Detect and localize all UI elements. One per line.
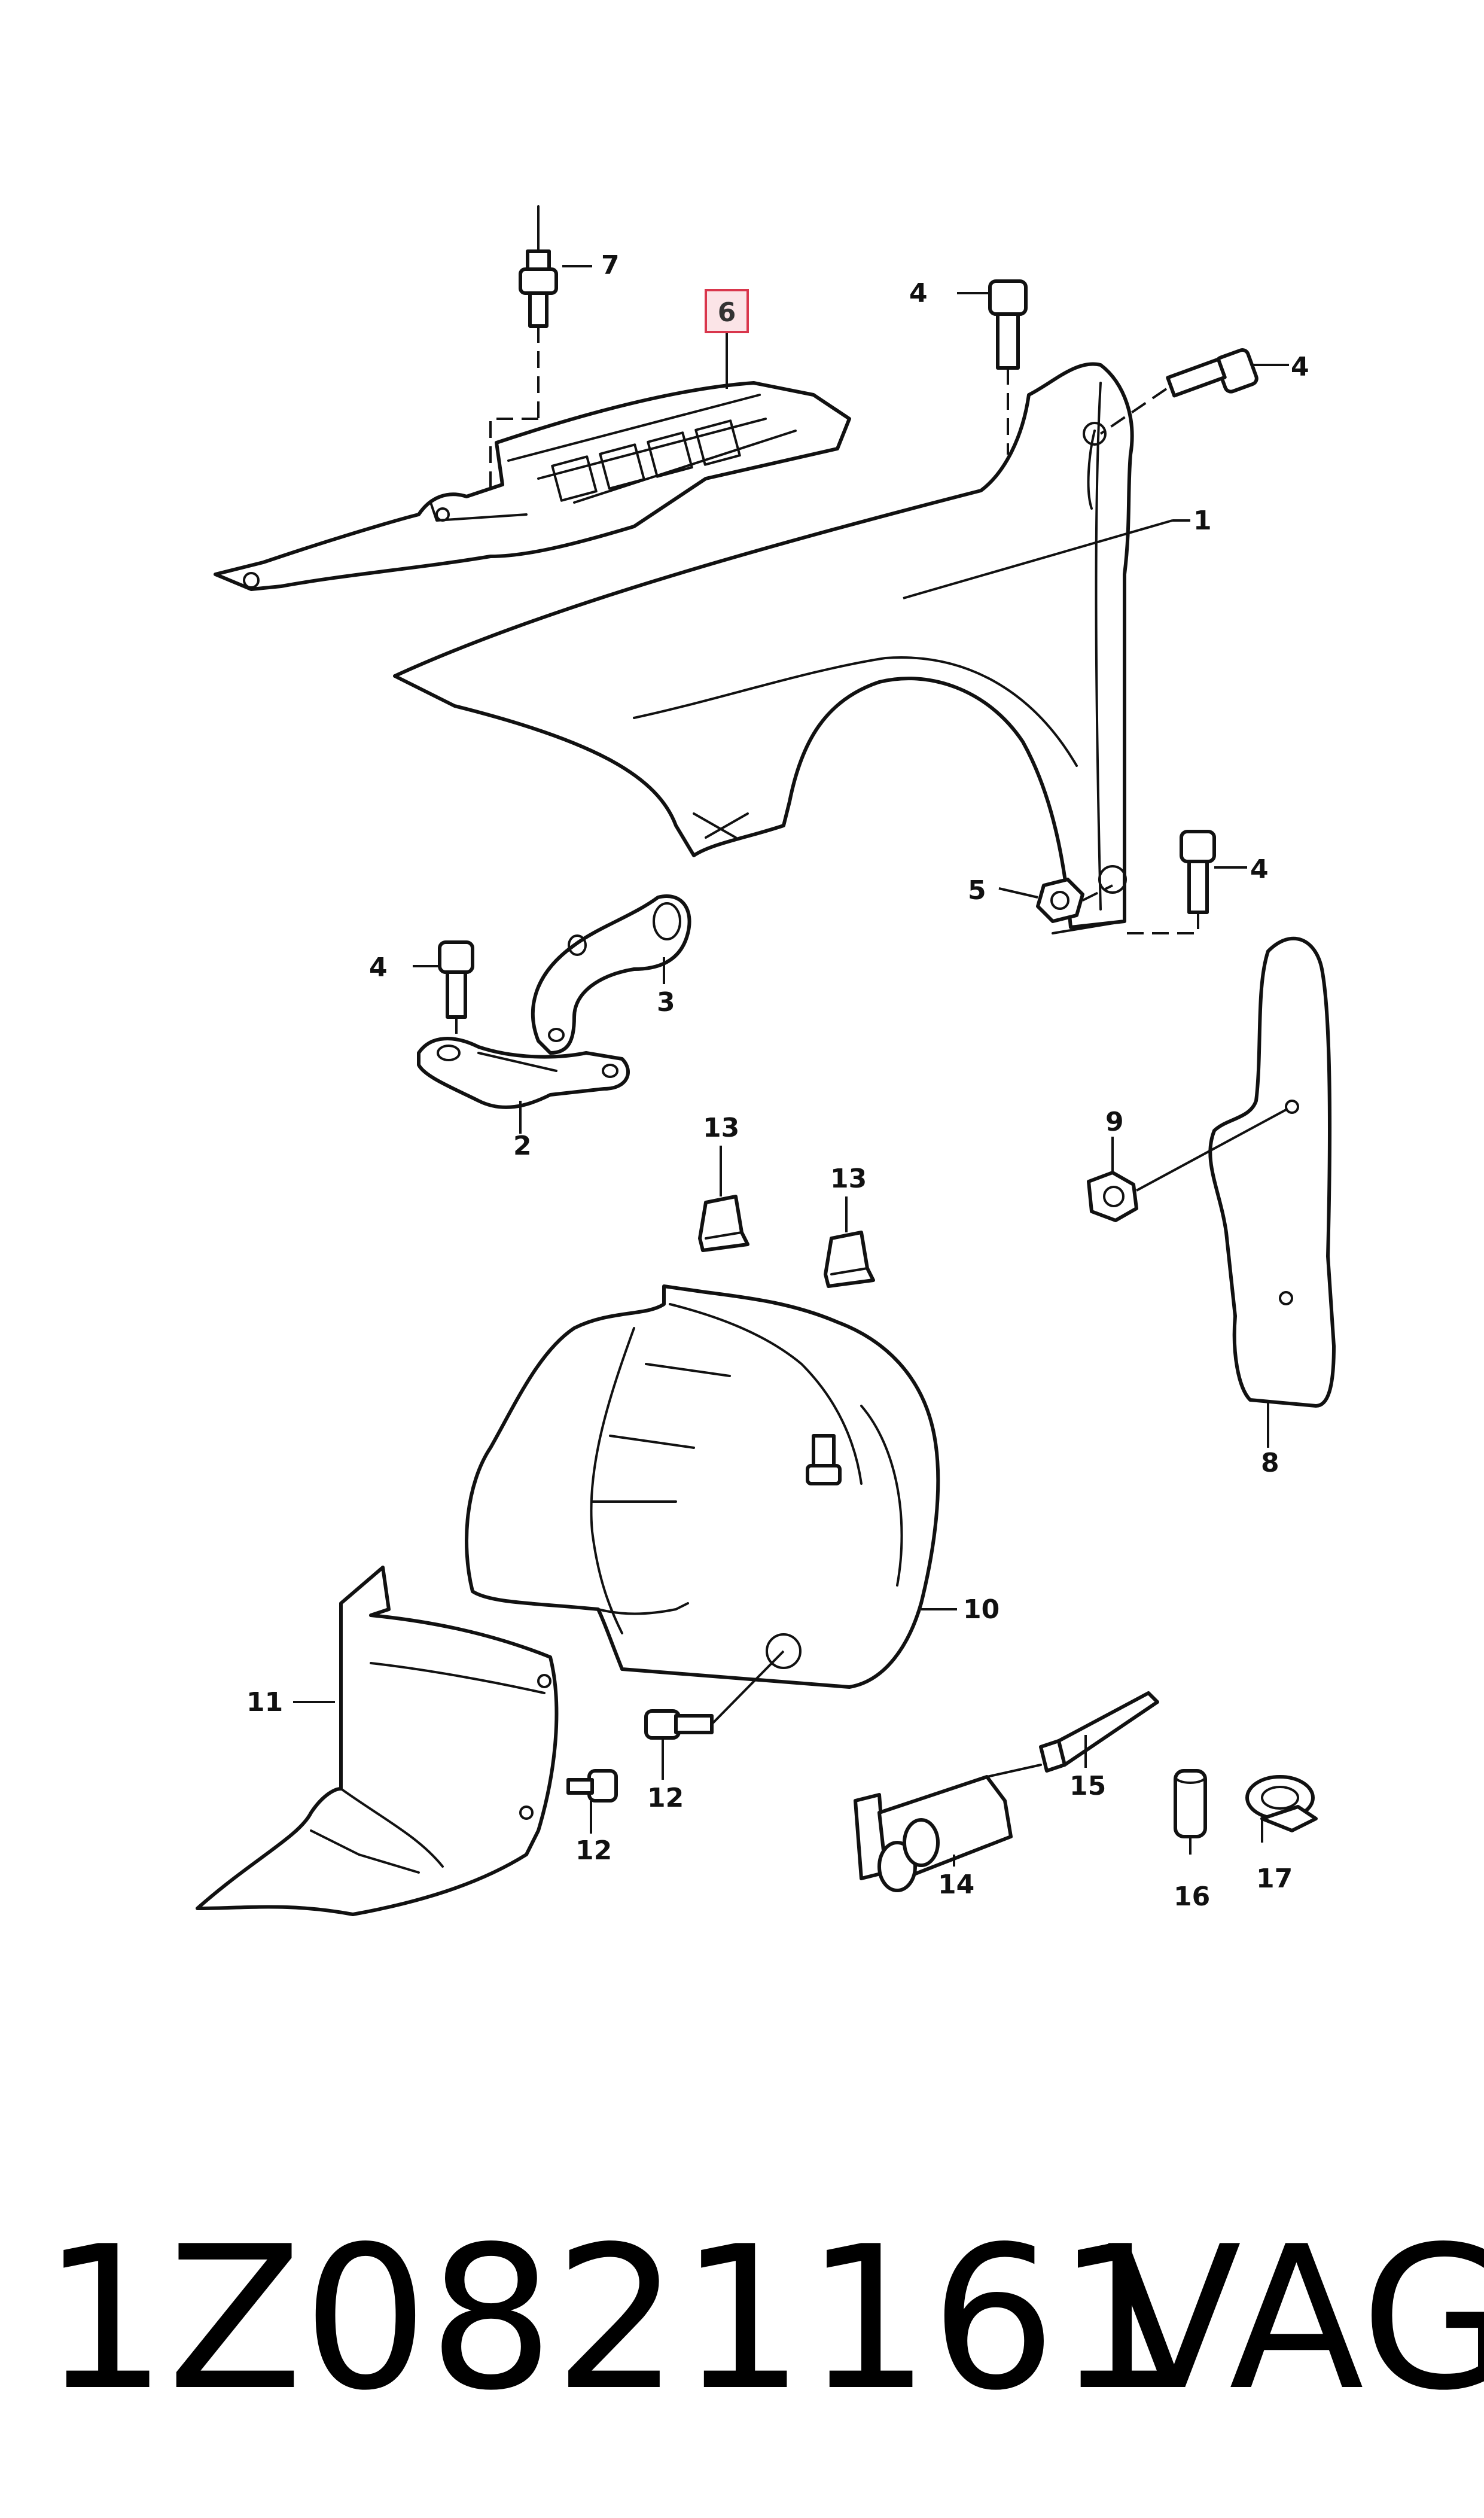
callout-labels: 1 2 3 4 4 4 4 5 7 8 9 10 11 12 12 13 13 …	[246, 250, 1309, 1912]
bracket-part-3	[531, 894, 691, 1055]
part-number-caption: 1Z0821161	[42, 2204, 1182, 2434]
callout-1: 1	[1193, 506, 1212, 536]
callout-13-left: 13	[703, 1113, 739, 1143]
brand-caption: VAG	[1107, 2204, 1484, 2434]
callout-17: 17	[1256, 1864, 1293, 1894]
highlight-box	[705, 289, 749, 333]
panel-part-8	[1208, 936, 1336, 1408]
grommet-part-17	[1245, 1775, 1318, 1832]
callout-2: 2	[513, 1131, 532, 1161]
leader-lines	[293, 265, 1289, 1867]
callout-4-lower: 4	[1250, 854, 1269, 885]
connector-part-14	[854, 1764, 1042, 1892]
callout-15: 15	[1069, 1771, 1106, 1801]
bracket-part-6	[214, 381, 851, 591]
screw-part-12-right	[644, 1650, 785, 1740]
bolt-part-4-lower	[1119, 830, 1216, 934]
callout-14: 14	[938, 1870, 974, 1900]
callout-6-highlight: 6	[705, 289, 749, 333]
pin-part-16	[1174, 1769, 1207, 1838]
callout-8: 8	[1261, 1448, 1279, 1478]
clip-part-13-left	[698, 1195, 749, 1252]
bracket-part-2	[417, 1037, 630, 1109]
bolt-part-4-top	[988, 279, 1028, 455]
callout-12-right: 12	[647, 1783, 684, 1813]
bolt-part-7	[489, 205, 558, 491]
callout-5: 5	[968, 875, 986, 906]
callout-3: 3	[657, 987, 675, 1018]
fender-part-1	[393, 362, 1134, 934]
callout-10: 10	[963, 1594, 1000, 1625]
callout-16: 16	[1174, 1881, 1210, 1912]
nut-part-5	[1036, 878, 1113, 923]
callout-4-top: 4	[909, 278, 928, 309]
clip-part-13-right	[824, 1231, 875, 1288]
callout-7: 7	[601, 250, 620, 281]
callout-11: 11	[246, 1687, 283, 1718]
callout-4-left: 4	[369, 952, 388, 983]
callout-13-right: 13	[830, 1164, 867, 1194]
sensor-part-15	[1039, 1691, 1159, 1773]
bolt-part-4-right	[1099, 348, 1258, 435]
liner-part-11	[196, 1566, 559, 1916]
bolt-part-4-left	[438, 940, 474, 1044]
screw-part-12-left	[566, 1769, 618, 1803]
callout-9: 9	[1105, 1107, 1124, 1137]
callout-6: 6	[718, 297, 736, 328]
callout-12-left: 12	[575, 1835, 612, 1866]
liner-part-10	[465, 1284, 940, 1689]
callout-4-right: 4	[1291, 352, 1309, 382]
